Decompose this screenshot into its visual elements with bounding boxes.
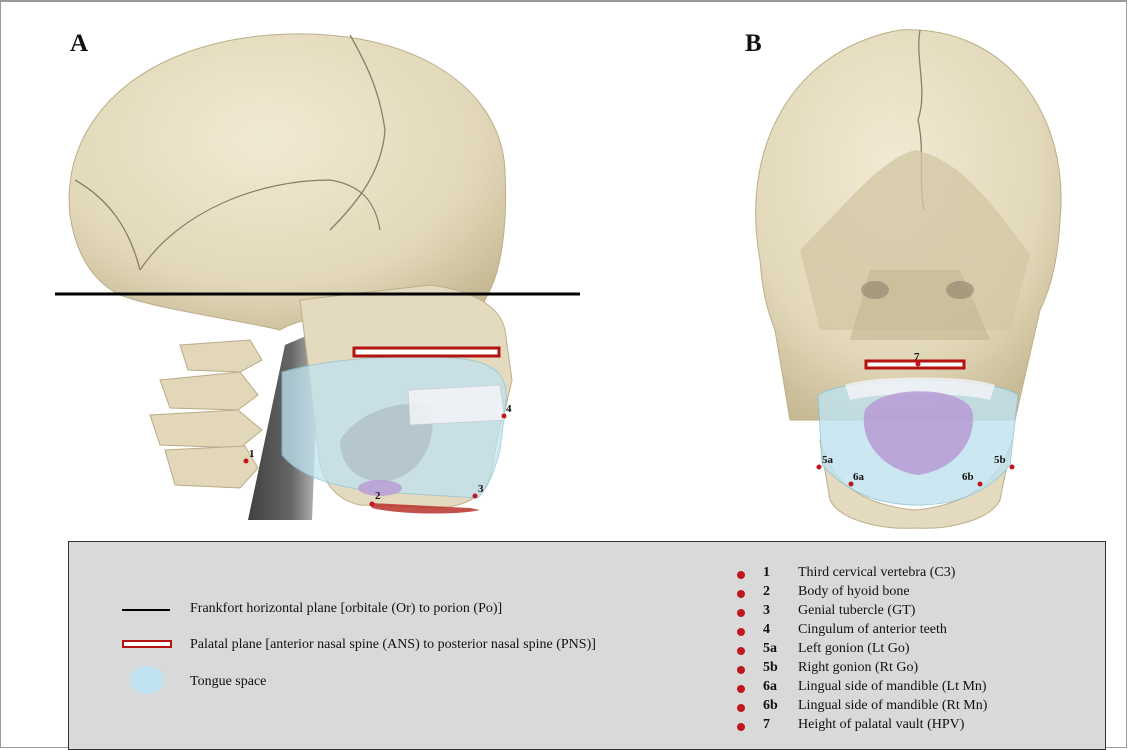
cervical-spine: [150, 340, 262, 488]
frankfort-line-symbol: [122, 609, 170, 611]
key-dot: [737, 723, 745, 731]
legend-tongue-label: Tongue space: [190, 674, 266, 690]
svg-text:1: 1: [249, 448, 255, 460]
key-dot: [737, 571, 745, 579]
tongue-space-symbol: [130, 666, 164, 694]
legend-frankfort-label: Frankfort horizontal plane [orbitale (Or…: [190, 601, 502, 617]
svg-text:6a: 6a: [853, 471, 865, 483]
panel-a-lateral-skull: 1 2 3 4: [55, 34, 580, 520]
svg-text:3: 3: [478, 483, 484, 495]
svg-text:2: 2: [375, 490, 381, 502]
right-foramen: [946, 281, 974, 299]
svg-text:5a: 5a: [822, 454, 834, 466]
panel-b-inferior-skull: 7 5a 5b 6a 6b: [756, 30, 1061, 528]
svg-text:6b: 6b: [962, 471, 974, 483]
key-dot: [737, 685, 745, 693]
svg-text:5b: 5b: [994, 454, 1006, 466]
legend-box: Frankfort horizontal plane [orbitale (Or…: [68, 541, 1106, 750]
panel-label-b: B: [745, 30, 762, 58]
key-dot: [737, 666, 745, 674]
svg-text:7: 7: [914, 351, 920, 363]
legend-palatal-label: Palatal plane [anterior nasal spine (ANS…: [190, 637, 596, 653]
key-dot: [737, 628, 745, 636]
key-dot: [737, 704, 745, 712]
teeth-a: [408, 385, 505, 425]
key-dot: [737, 609, 745, 617]
left-foramen: [861, 281, 889, 299]
svg-text:4: 4: [506, 403, 512, 415]
key-dot: [737, 590, 745, 598]
panel-label-a: A: [70, 30, 88, 58]
key-dot: [737, 647, 745, 655]
palatal-plane-a: [354, 348, 499, 356]
palatal-bar-symbol: [122, 640, 172, 648]
anatomy-figure: 1 2 3 4 7 5a 5b 6a 6b: [0, 0, 1129, 540]
